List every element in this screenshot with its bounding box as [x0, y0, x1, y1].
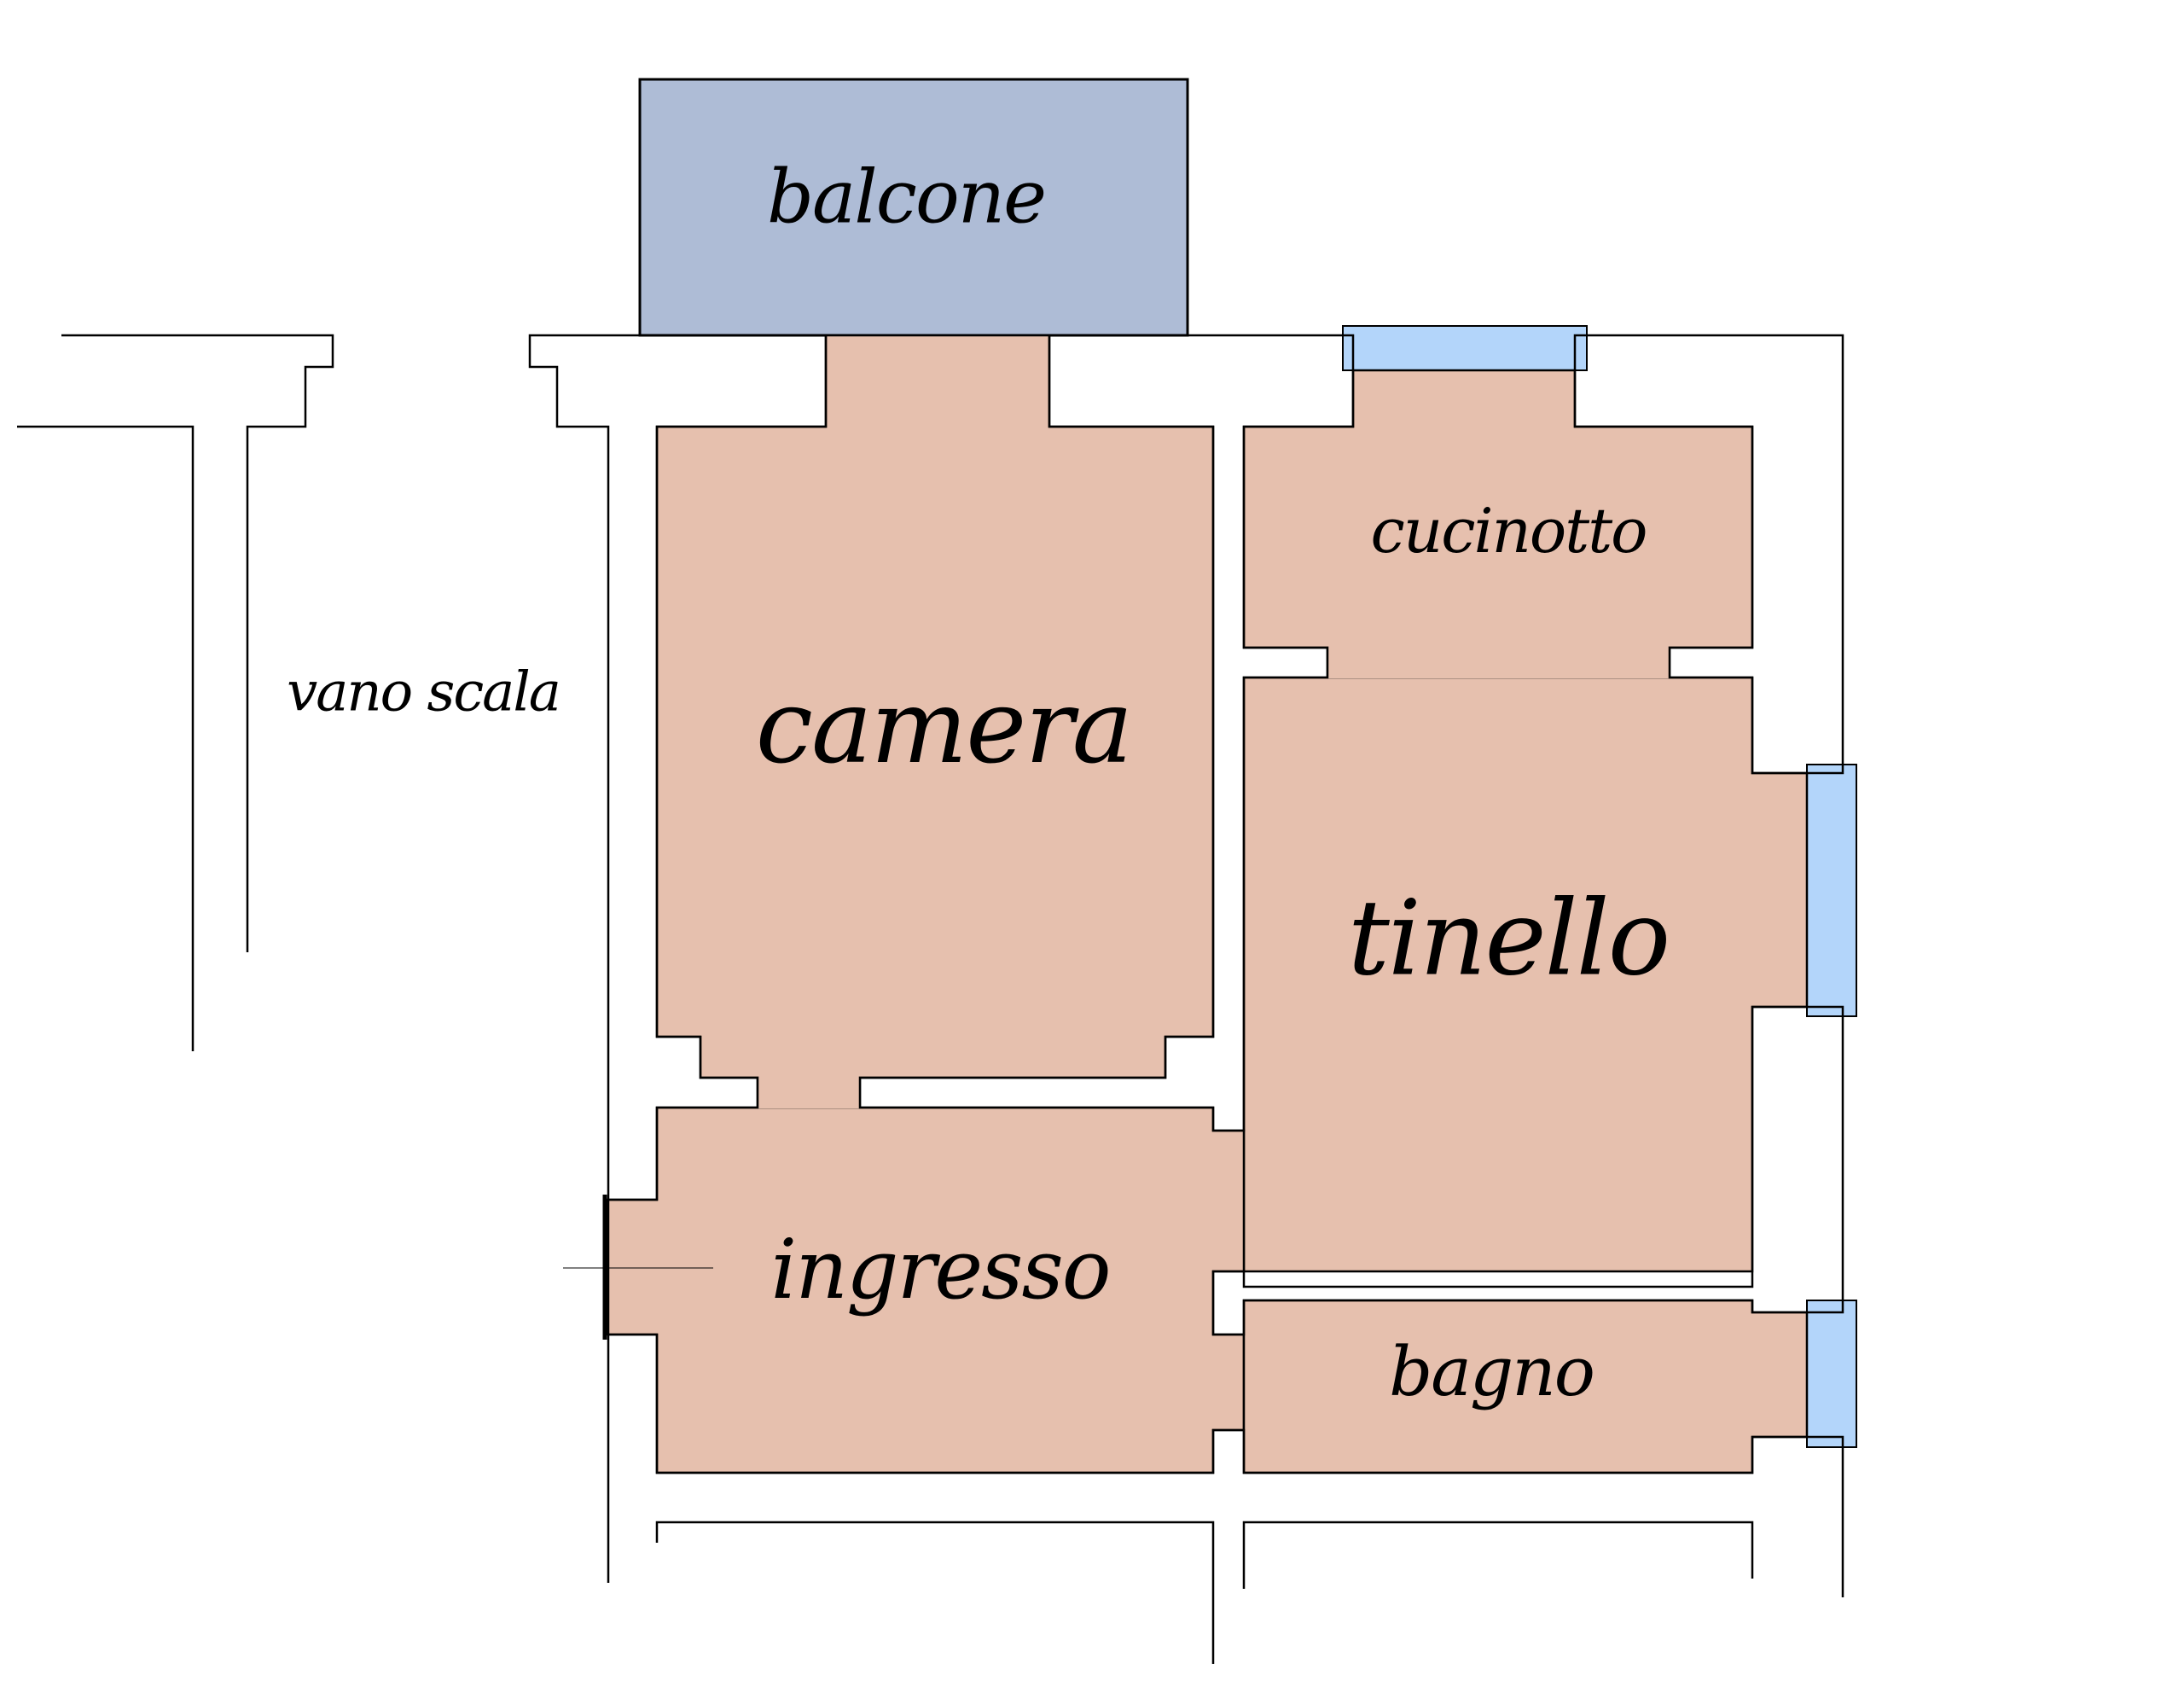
window-bagno: [1806, 1300, 1857, 1448]
door-cucinotto-tinello: [1327, 647, 1670, 678]
window-cucinotto: [1342, 325, 1588, 371]
outer-wall-left: [528, 334, 828, 1583]
camera-label: camera: [756, 668, 1131, 787]
balcony-area: [638, 78, 1189, 337]
bottom-wall-left: [655, 1521, 1215, 1664]
cucinotto-label: cucinotto: [1371, 495, 1647, 567]
top-wall-middle: [858, 334, 1355, 1132]
window-tinello: [1806, 764, 1857, 1017]
bottom-wall-right: [1242, 1521, 1754, 1589]
tinello-label: tinello: [1348, 878, 1669, 999]
bagno-label: bagno: [1389, 1332, 1594, 1411]
vano-scala-label: vano scala: [287, 661, 560, 724]
stair-wall-lower: [17, 425, 195, 1051]
stair-wall-top: [61, 334, 334, 952]
ingresso-label: ingresso: [770, 1222, 1109, 1317]
outer-wall-right: [1573, 334, 1844, 775]
outer-wall-left-lower: [608, 1333, 1844, 1597]
balcone-label: balcone: [767, 155, 1045, 241]
door-camera-ingresso: [758, 1077, 860, 1108]
outer-wall-right-mid: [1211, 1005, 1844, 1336]
